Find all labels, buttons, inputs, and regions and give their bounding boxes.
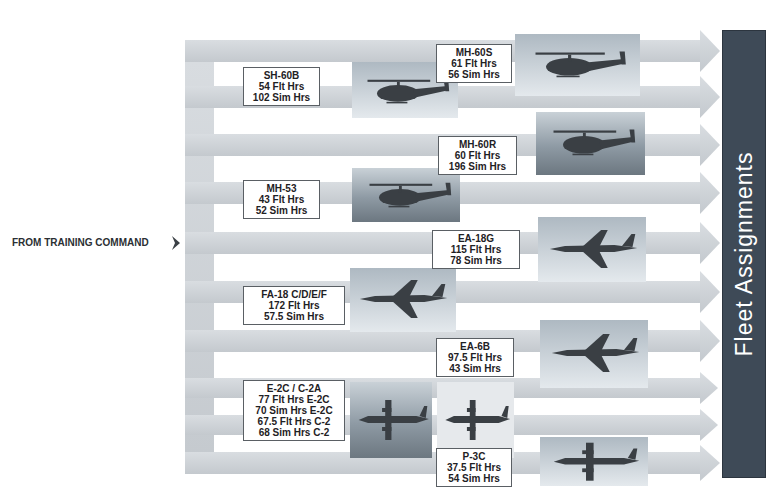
hours-line: 70 Sim Hrs E-2C (248, 405, 340, 416)
hours-line: 54 Flt Hrs (248, 81, 315, 92)
aircraft-box: MH-60S61 Flt Hrs56 Sim Hrs (436, 44, 512, 83)
hours-line: 97.5 Flt Hrs (441, 352, 509, 363)
hours-line: 102 Sim Hrs (248, 92, 315, 103)
hours-line: 172 Flt Hrs (248, 300, 340, 311)
hours-line: 77 Flt Hrs E-2C (248, 394, 340, 405)
hours-line: 56 Sim Hrs (441, 69, 507, 80)
ea18g-photo (538, 217, 646, 282)
aircraft-photos (350, 34, 648, 486)
aircraft-name: FA-18 C/D/E/F (248, 289, 340, 300)
hours-line: 52 Sim Hrs (248, 205, 315, 216)
mh60s-photo (515, 34, 640, 96)
hours-line: 43 Sim Hrs (441, 363, 509, 374)
aircraft-box: MH-60R60 Flt Hrs196 Sim Hrs (438, 136, 517, 175)
aircraft-box: P-3C37.5 Flt Hrs54 Sim Hrs (436, 448, 512, 487)
entry-chevron (172, 236, 180, 250)
aircraft-box: FA-18 C/D/E/F172 Flt Hrs57.5 Sim Hrs (243, 286, 345, 325)
aircraft-name: EA-6B (441, 341, 509, 352)
mh60r-photo (536, 112, 645, 175)
e2c-photo (350, 382, 432, 458)
aircraft-name: MH-60S (441, 47, 507, 58)
branch-arrows (185, 30, 720, 481)
aircraft-name: MH-60R (443, 139, 512, 150)
aircraft-box: E-2C / C-2A77 Flt Hrs E-2C70 Sim Hrs E-2… (243, 380, 345, 441)
source-label: FROM TRAINING COMMAND (12, 237, 149, 248)
hours-line: 37.5 Flt Hrs (441, 462, 507, 473)
hours-line: 78 Sim Hrs (437, 255, 515, 266)
hours-line: 54 Sim Hrs (441, 473, 507, 484)
fa18-photo (350, 268, 456, 332)
aircraft-name: EA-18G (437, 233, 515, 244)
aircraft-name: E-2C / C-2A (248, 383, 340, 394)
hours-line: 115 Flt Hrs (437, 244, 515, 255)
aircraft-name: MH-53 (248, 183, 315, 194)
fleet-assignments-box: Fleet Assignments (722, 30, 766, 478)
hours-line: 61 Flt Hrs (441, 58, 507, 69)
hours-line: 57.5 Sim Hrs (248, 311, 340, 322)
aircraft-name: SH-60B (248, 70, 315, 81)
hours-line: 67.5 Flt Hrs C-2 (248, 416, 340, 427)
panel-title: Fleet Assignments (731, 152, 758, 357)
mh53-photo (352, 168, 460, 222)
c2-photo (437, 382, 514, 458)
aircraft-box: MH-5343 Flt Hrs52 Sim Hrs (243, 180, 320, 219)
p3c-photo (540, 437, 648, 486)
hours-line: 196 Sim Hrs (443, 161, 512, 172)
aircraft-box: SH-60B54 Flt Hrs102 Sim Hrs (243, 67, 320, 106)
hours-line: 43 Flt Hrs (248, 194, 315, 205)
hours-line: 60 Flt Hrs (443, 150, 512, 161)
hours-line: 68 Sim Hrs C-2 (248, 427, 340, 438)
aircraft-box: EA-6B97.5 Flt Hrs43 Sim Hrs (436, 338, 514, 377)
aircraft-box: EA-18G115 Flt Hrs78 Sim Hrs (432, 230, 520, 269)
ea6b-photo (540, 320, 648, 388)
aircraft-name: P-3C (441, 451, 507, 462)
